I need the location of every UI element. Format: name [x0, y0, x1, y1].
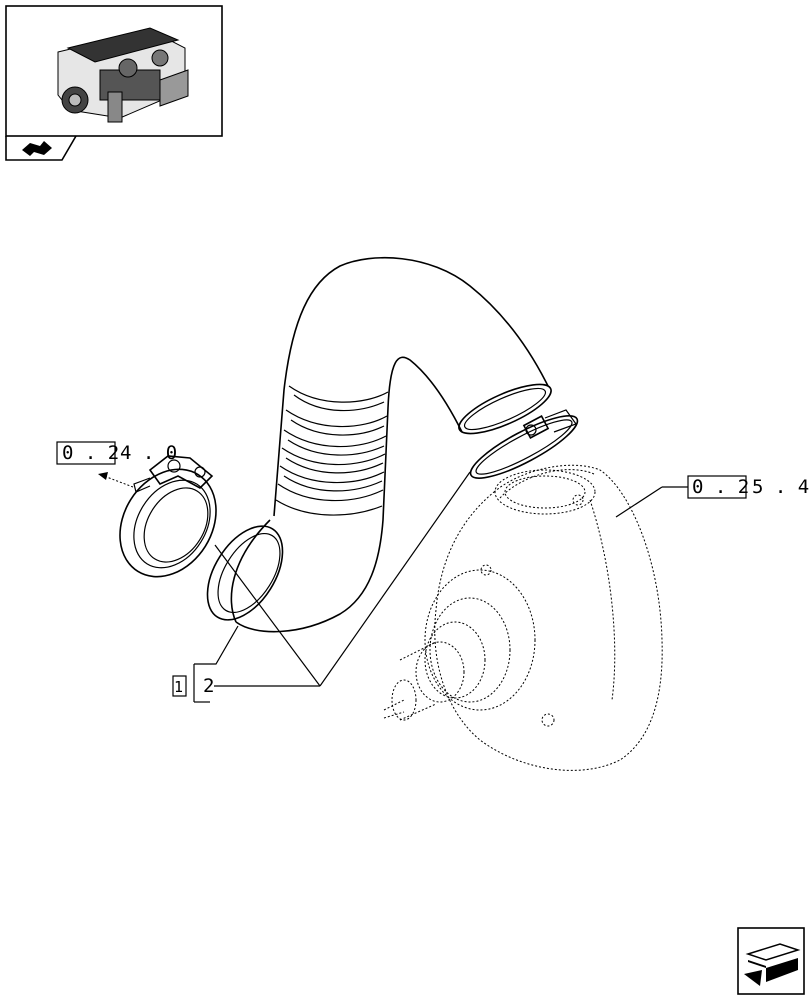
turbocharger — [383, 464, 663, 771]
section-tab-icon[interactable] — [5, 135, 77, 161]
callout-index: 1 — [174, 678, 183, 696]
reference-right[interactable]: 0 . 2 5 . 4 — [687, 475, 809, 499]
bent-pipe — [230, 256, 552, 633]
callout-label[interactable]: 1 2 — [172, 675, 214, 697]
reference-right-rest: 5 . 4 — [752, 476, 809, 498]
clamp-upper — [469, 409, 579, 479]
engine-thumbnail-icon — [5, 5, 223, 137]
callout-item: 2 — [203, 675, 214, 697]
reference-left[interactable]: 0 . 2 4 . 0 — [56, 441, 177, 465]
callout-leaders — [193, 471, 688, 703]
reference-left-boxed: 0 . 2 — [62, 442, 119, 464]
flange-ring — [206, 525, 284, 621]
clamp-left — [98, 455, 217, 578]
reference-left-rest: 4 . 0 — [120, 442, 177, 464]
reference-right-boxed: 0 . 2 — [692, 476, 749, 498]
next-page-arrow-icon[interactable] — [737, 927, 805, 995]
